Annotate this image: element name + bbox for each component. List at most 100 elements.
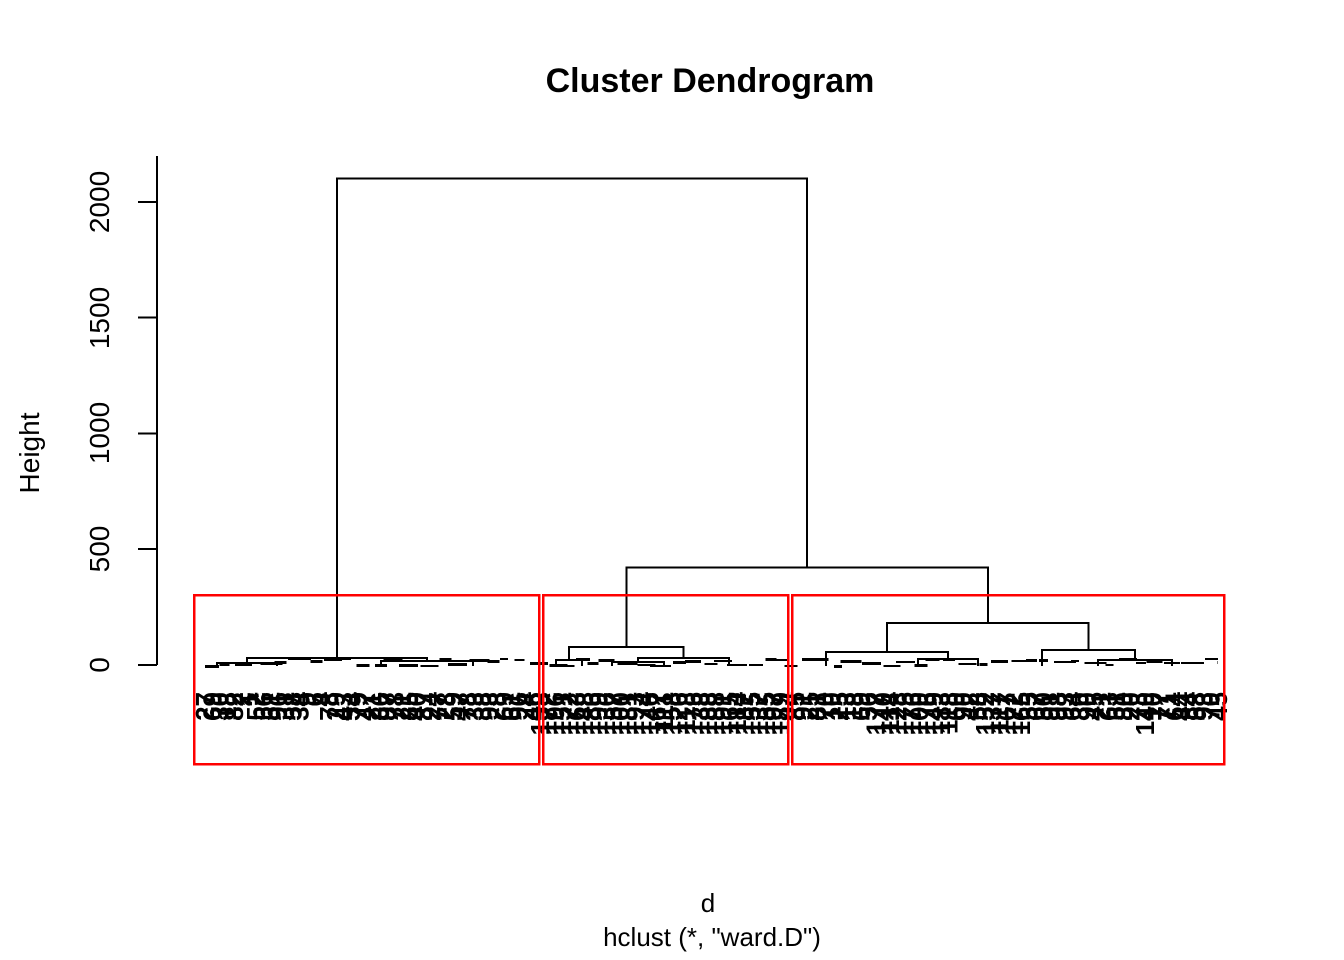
svg-text:45: 45 bbox=[1203, 692, 1233, 721]
svg-text:4: 4 bbox=[307, 691, 337, 706]
svg-text:197: 197 bbox=[758, 692, 788, 735]
svg-text:10: 10 bbox=[1137, 692, 1167, 721]
svg-text:128: 128 bbox=[882, 692, 912, 735]
svg-text:71: 71 bbox=[1152, 692, 1182, 721]
svg-text:111: 111 bbox=[649, 692, 679, 733]
svg-text:69: 69 bbox=[489, 692, 519, 721]
svg-text:167: 167 bbox=[642, 692, 672, 735]
svg-text:20: 20 bbox=[1116, 692, 1146, 721]
svg-text:191: 191 bbox=[707, 692, 737, 735]
svg-text:24: 24 bbox=[511, 691, 541, 720]
svg-text:21: 21 bbox=[358, 692, 388, 721]
svg-text:80: 80 bbox=[1108, 692, 1138, 721]
svg-text:63: 63 bbox=[1094, 692, 1124, 721]
chart-title: Cluster Dendrogram bbox=[545, 62, 875, 100]
svg-text:56: 56 bbox=[248, 692, 278, 721]
svg-text:172: 172 bbox=[533, 692, 563, 735]
svg-text:96: 96 bbox=[263, 692, 293, 721]
svg-text:18: 18 bbox=[839, 692, 869, 721]
svg-text:78: 78 bbox=[379, 692, 409, 721]
svg-text:1: 1 bbox=[234, 692, 264, 706]
svg-text:138: 138 bbox=[686, 692, 716, 735]
svg-text:34: 34 bbox=[336, 691, 366, 720]
svg-text:70: 70 bbox=[1196, 692, 1226, 721]
svg-text:98: 98 bbox=[1043, 692, 1073, 721]
svg-text:21: 21 bbox=[1086, 692, 1116, 721]
svg-text:93: 93 bbox=[474, 692, 504, 721]
svg-text:152: 152 bbox=[970, 692, 1000, 735]
svg-text:187: 187 bbox=[729, 692, 759, 735]
svg-text:172: 172 bbox=[999, 692, 1029, 735]
svg-text:58: 58 bbox=[963, 692, 993, 721]
cluster-rectangles bbox=[192, 593, 1226, 766]
y-tick-label: 500 bbox=[84, 525, 115, 573]
y-tick-label: 1000 bbox=[84, 402, 115, 465]
svg-text:157: 157 bbox=[598, 692, 628, 735]
svg-text:38: 38 bbox=[467, 692, 497, 721]
svg-text:189: 189 bbox=[766, 692, 796, 735]
svg-text:167: 167 bbox=[992, 692, 1022, 735]
svg-text:148: 148 bbox=[569, 692, 599, 735]
svg-text:186: 186 bbox=[576, 692, 606, 735]
svg-text:188: 188 bbox=[693, 692, 723, 735]
svg-text:165: 165 bbox=[715, 692, 745, 735]
svg-text:45: 45 bbox=[1079, 692, 1109, 721]
svg-text:77: 77 bbox=[1145, 692, 1175, 721]
svg-text:64: 64 bbox=[1057, 691, 1087, 720]
y-tick-label: 1500 bbox=[84, 286, 115, 349]
svg-text:78: 78 bbox=[452, 692, 482, 721]
svg-text:91: 91 bbox=[1035, 692, 1065, 721]
y-tick-label: 2000 bbox=[84, 170, 115, 233]
svg-text:188: 188 bbox=[700, 692, 730, 735]
svg-text:33: 33 bbox=[460, 692, 490, 721]
svg-text:79: 79 bbox=[343, 692, 373, 721]
svg-text:58: 58 bbox=[277, 692, 307, 721]
svg-text:158: 158 bbox=[656, 692, 686, 735]
svg-text:51: 51 bbox=[256, 692, 286, 721]
svg-text:50: 50 bbox=[1028, 692, 1058, 721]
svg-text:77: 77 bbox=[423, 692, 453, 721]
svg-text:70: 70 bbox=[809, 692, 839, 721]
svg-text:24: 24 bbox=[416, 691, 446, 720]
svg-text:64: 64 bbox=[1159, 691, 1189, 720]
svg-text:114: 114 bbox=[722, 691, 752, 733]
svg-text:140: 140 bbox=[1130, 692, 1160, 735]
cluster-box bbox=[541, 593, 790, 766]
svg-text:137: 137 bbox=[977, 692, 1007, 735]
svg-text:56: 56 bbox=[853, 692, 883, 721]
svg-text:29: 29 bbox=[321, 692, 351, 721]
svg-text:100: 100 bbox=[605, 692, 635, 735]
svg-text:96: 96 bbox=[503, 692, 533, 721]
svg-text:43: 43 bbox=[328, 692, 358, 721]
svg-text:69: 69 bbox=[197, 692, 227, 721]
y-axis bbox=[138, 156, 158, 666]
svg-text:117: 117 bbox=[984, 692, 1014, 734]
svg-text:87: 87 bbox=[409, 692, 439, 721]
svg-text:82: 82 bbox=[219, 692, 249, 721]
svg-text:155: 155 bbox=[751, 692, 781, 735]
svg-text:60: 60 bbox=[941, 692, 971, 721]
svg-text:146: 146 bbox=[635, 692, 665, 735]
svg-text:172: 172 bbox=[554, 692, 584, 735]
svg-text:199: 199 bbox=[584, 692, 614, 735]
svg-text:58: 58 bbox=[1181, 692, 1211, 721]
svg-text:10: 10 bbox=[817, 692, 847, 721]
svg-text:165: 165 bbox=[1006, 692, 1036, 735]
svg-text:30: 30 bbox=[205, 692, 235, 721]
svg-text:87: 87 bbox=[372, 692, 402, 721]
svg-text:34: 34 bbox=[285, 691, 315, 720]
svg-text:181: 181 bbox=[613, 692, 643, 735]
svg-text:93: 93 bbox=[1188, 692, 1218, 721]
svg-text:73: 73 bbox=[1123, 692, 1153, 721]
svg-text:174: 174 bbox=[627, 691, 657, 735]
svg-text:52: 52 bbox=[241, 692, 271, 721]
svg-text:137: 137 bbox=[744, 692, 774, 735]
svg-text:193: 193 bbox=[620, 692, 650, 735]
svg-text:6: 6 bbox=[299, 692, 329, 706]
svg-text:151: 151 bbox=[547, 692, 577, 735]
svg-text:18: 18 bbox=[212, 692, 242, 721]
svg-text:69: 69 bbox=[846, 692, 876, 721]
svg-text:31: 31 bbox=[270, 692, 300, 721]
